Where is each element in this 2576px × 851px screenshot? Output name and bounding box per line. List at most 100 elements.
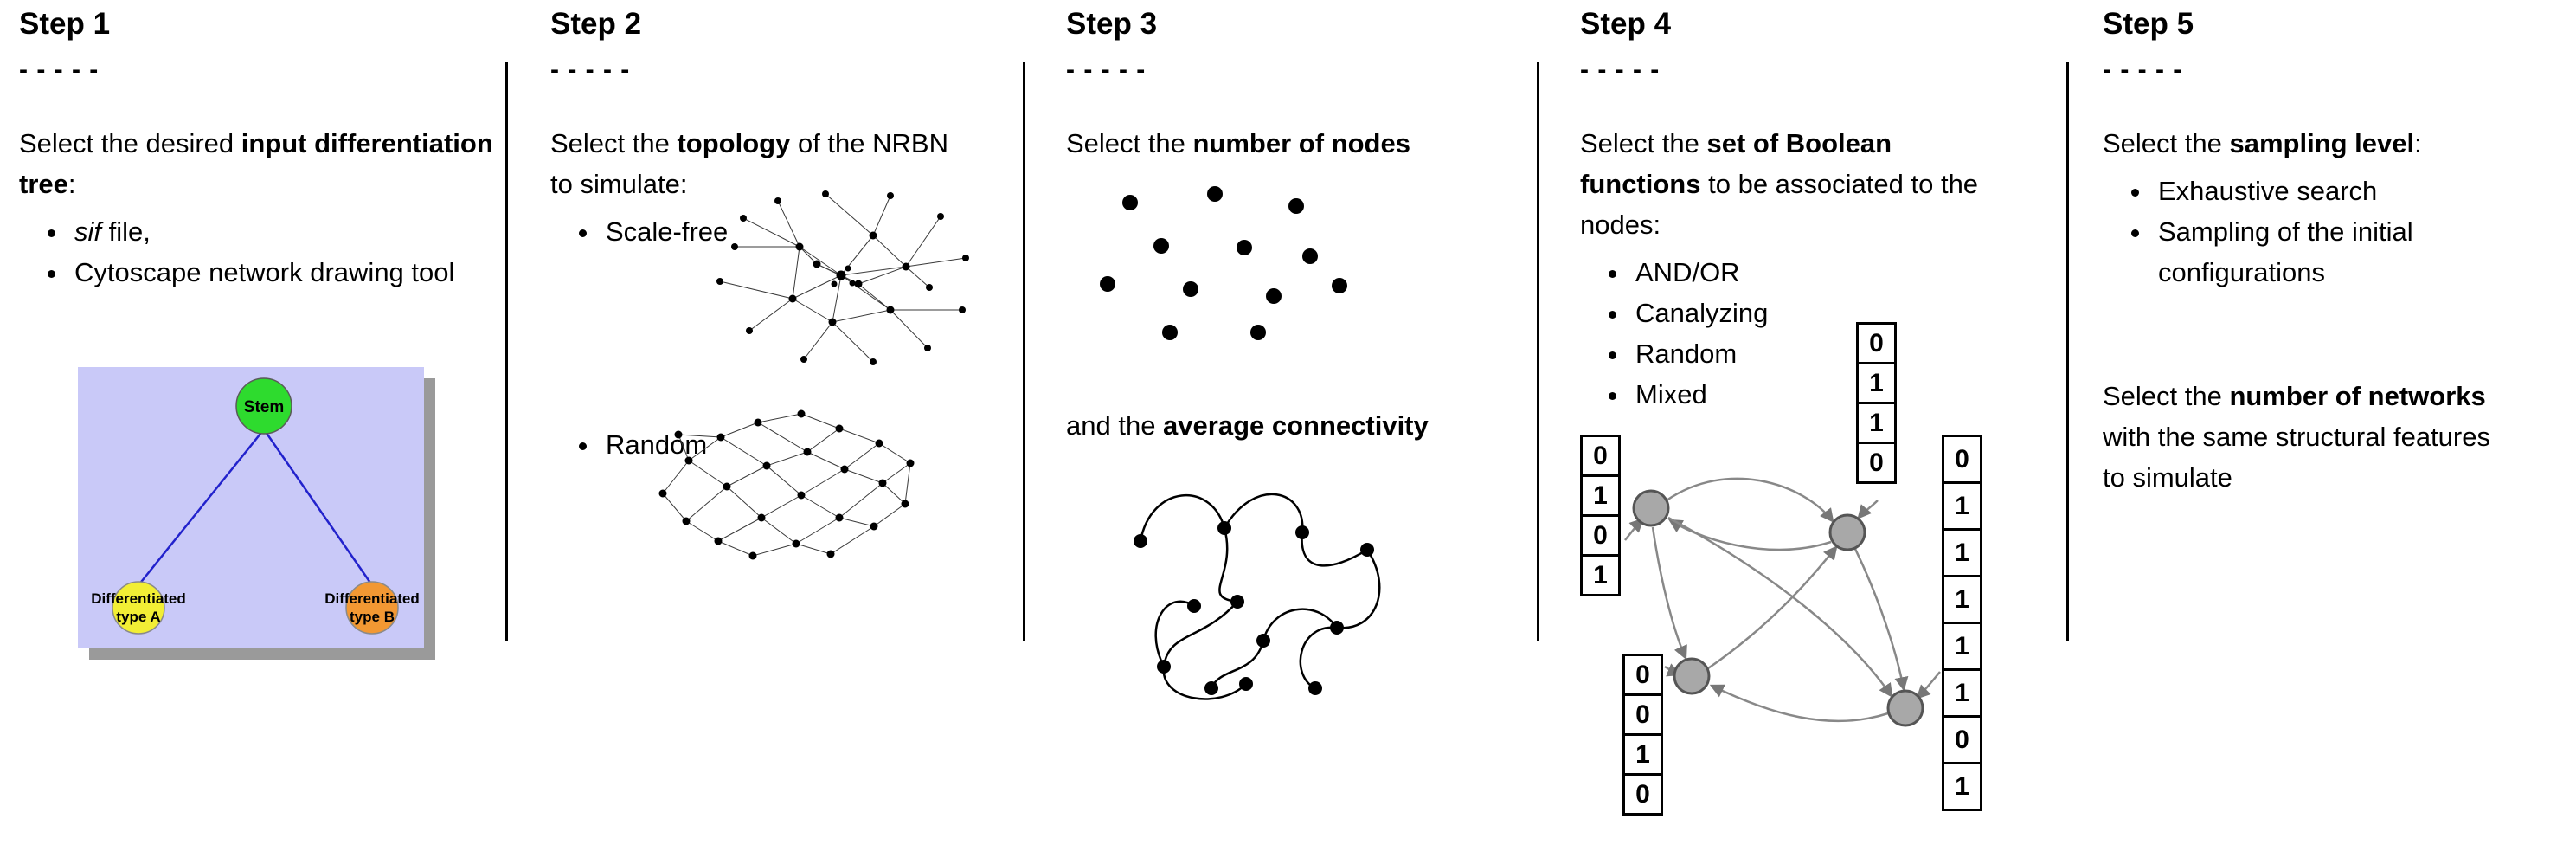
type-b-node <box>345 581 399 635</box>
list-item-sampling: Sampling of the initial configurations <box>2153 211 2553 293</box>
type-a-node <box>112 581 165 635</box>
bool-cell: 0 <box>1622 654 1663 696</box>
connectivity-curves <box>1139 493 1381 700</box>
stem-node <box>235 377 292 435</box>
list-item-cytoscape: Cytoscape network drawing tool <box>69 252 493 293</box>
random-network-figure <box>658 409 915 560</box>
boolean-network-nodes <box>1632 489 1924 727</box>
bool-cell: 0 <box>1580 514 1621 557</box>
step2-intro-pre: Select the <box>550 128 678 158</box>
bool-cell: 1 <box>1942 622 1982 671</box>
column-divider <box>1023 62 1025 641</box>
type-b-label-line2: type B <box>350 609 395 625</box>
step4-function-list: AND/OR Canalyzing Random Mixed <box>1580 252 2058 415</box>
connectivity-dots <box>1134 521 1374 695</box>
bool-cell: 0 <box>1942 715 1982 764</box>
step4-column: Step 4 - - - - - Select the set of Boole… <box>1580 0 2058 851</box>
step1-dashes: - - - - - <box>19 55 100 84</box>
list-item-mixed: Mixed <box>1630 374 2058 415</box>
type-a-label-line2: type A <box>116 609 160 625</box>
step4-title: Step 4 <box>1580 7 1672 41</box>
stem-label: Stem <box>244 398 284 416</box>
list-item-sif-file: sif file, <box>69 211 493 252</box>
bool-cell: 1 <box>1942 575 1982 624</box>
step5-intro: Select the sampling level: <box>2103 123 2574 164</box>
step1-intro: Select the desired input differentiation… <box>19 123 493 204</box>
bool-cell: 1 <box>1942 481 1982 531</box>
list-item-andor: AND/OR <box>1630 252 2058 293</box>
gene-node <box>1886 689 1924 727</box>
step1-options-list: sif file, Cytoscape network drawing tool <box>19 211 493 293</box>
bool-cell: 1 <box>1942 668 1982 718</box>
step5-dashes: - - - - - <box>2103 55 2183 84</box>
step3-column: Step 3 - - - - - Select the number of no… <box>1066 0 1538 851</box>
random-edges <box>662 413 911 557</box>
gene-node <box>1673 657 1711 695</box>
step3-line1: Select the number of nodes <box>1066 123 1538 164</box>
column-divider <box>1537 62 1539 641</box>
step2-intro: Select the topology of the NRBN to simul… <box>550 123 950 204</box>
bool-cell: 1 <box>1856 362 1897 404</box>
step2-option-random: Random <box>550 424 707 465</box>
bool-cell: 0 <box>1622 693 1663 736</box>
step5-intro-pre: Select the <box>2103 128 2230 158</box>
type-b-label-line1: Differentiated <box>324 590 420 607</box>
list-item-random-fn: Random <box>1630 333 2058 374</box>
boolean-network-arrows <box>1624 477 1941 723</box>
tree-edge-to-a <box>138 429 265 586</box>
step1-title: Step 1 <box>19 7 111 41</box>
list-item-exhaustive: Exhaustive search <box>2153 171 2553 211</box>
step1-intro-pre: Select the desired <box>19 128 241 158</box>
step5-sampling-list: Exhaustive search Sampling of the initia… <box>2103 171 2553 293</box>
sif-rest: file, <box>101 216 151 247</box>
tree-edge-to-b <box>262 429 374 586</box>
nodes-scatter-figure <box>1100 186 1347 340</box>
step4-dashes: - - - - - <box>1580 55 1661 84</box>
step5-networks-para: Select the number of networks with the s… <box>2103 376 2494 498</box>
step3-line1-bold: number of nodes <box>1192 128 1410 158</box>
step3-line2-bold: average connectivity <box>1163 410 1429 441</box>
step4-intro-pre: Select the <box>1580 128 1707 158</box>
differentiation-tree-figure: Stem Differentiated type A Differentiate… <box>78 367 435 660</box>
step4-intro-bold: set of Boolean functions <box>1580 128 1892 199</box>
type-a-label-line1: Differentiated <box>91 590 186 607</box>
gene-node <box>1632 489 1670 527</box>
list-item-canalyzing: Canalyzing <box>1630 293 2058 333</box>
scale-free-nodes <box>716 190 969 365</box>
boolean-network-diagram: 0 1 1 0 0 1 0 1 0 0 1 0 0 1 1 1 <box>1580 322 1995 851</box>
step5-title: Step 5 <box>2103 7 2194 41</box>
scale-free-network-figure <box>716 190 969 365</box>
sif-italic: sif <box>74 216 101 247</box>
step1-column: Step 1 - - - - - Select the desired inpu… <box>19 0 493 851</box>
step1-intro-bold: input differentiation tree <box>19 128 493 199</box>
step5-column: Step 5 - - - - - Select the sampling lev… <box>2103 0 2574 851</box>
connectivity-figure <box>1134 493 1381 700</box>
boolean-table-left: 0 1 0 1 <box>1580 435 1621 596</box>
bool-cell: 1 <box>1942 528 1982 577</box>
scatter-dots <box>1100 186 1347 340</box>
step4-intro-post: to be associated to the nodes: <box>1580 169 1979 240</box>
step2-intro-bold: topology <box>677 128 791 158</box>
step3-title: Step 3 <box>1066 7 1158 41</box>
bool-cell: 0 <box>1856 442 1897 484</box>
boolean-table-bottom: 0 0 1 0 <box>1622 654 1663 816</box>
bool-cell: 1 <box>1942 762 1982 811</box>
random-nodes <box>658 409 915 560</box>
bool-cell: 0 <box>1622 773 1663 816</box>
column-divider <box>505 62 508 641</box>
list-item-scale-free: Scale-free <box>601 211 1019 252</box>
step5-para2-post: with the same structural features to sim… <box>2103 422 2490 493</box>
step1-intro-post: : <box>67 169 76 199</box>
step2-intro-post: of the NRBN to simulate: <box>550 128 948 199</box>
step2-dashes: - - - - - <box>550 55 631 84</box>
list-item-random: Random <box>601 424 707 465</box>
step2-option-scalefree: Scale-free <box>550 211 1019 252</box>
step3-line2: and the average connectivity <box>1066 405 1429 446</box>
bool-cell: 1 <box>1580 474 1621 517</box>
step5-para2-bold: number of networks <box>2229 381 2486 411</box>
step5-para2-pre: Select the <box>2103 381 2230 411</box>
step3-line1-pre: Select the <box>1066 128 1193 158</box>
gene-node <box>1828 513 1866 551</box>
step3-dashes: - - - - - <box>1066 55 1147 84</box>
